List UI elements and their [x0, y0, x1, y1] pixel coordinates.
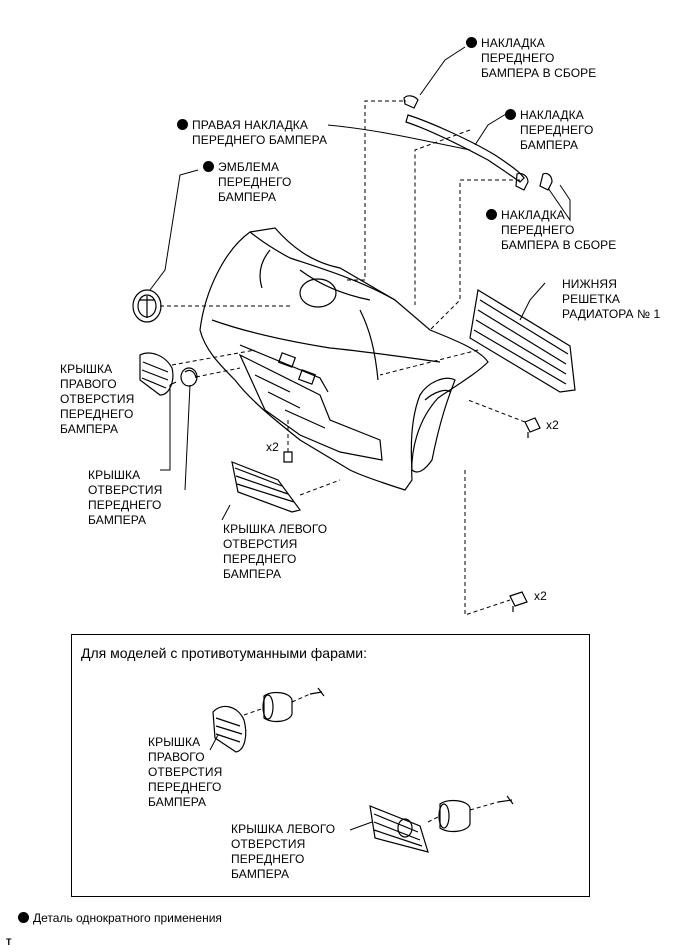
qty-clip-right: x2 — [546, 418, 559, 432]
right-bumper-cover-part — [405, 114, 525, 183]
one-time-use-dot-icon — [466, 37, 477, 48]
one-time-use-dot-icon — [505, 109, 516, 120]
inset-label-left-hole-cover: КРЫШКА ЛЕВОГО ОТВЕРСТИЯ ПЕРЕДНЕГО БАМПЕР… — [231, 822, 336, 881]
clip-right — [524, 417, 541, 438]
one-time-use-dot-icon — [203, 161, 214, 172]
inset-label-right-hole-cover: КРЫШКА ПРАВОГО ОТВЕРСТИЯ ПЕРЕДНЕГО БАМПЕ… — [148, 735, 223, 809]
inset-title: Для моделей с противотуманными фарами: — [81, 645, 368, 661]
inset-fog-lamp-right — [263, 691, 293, 723]
inset-right-hole-cover-part — [212, 705, 247, 753]
clip-bottom — [509, 591, 528, 612]
label-cover-mid: НАКЛАДКА ПЕРЕДНЕГО БАМПЕРА — [505, 108, 594, 153]
qty-clip-bottom: x2 — [534, 589, 547, 603]
right-hole-cover-part — [139, 352, 174, 396]
label-left-hole-cover: КРЫШКА ЛЕВОГО ОТВЕРСТИЯ ПЕРЕДНЕГО БАМПЕР… — [223, 522, 328, 581]
emblem-seat — [299, 278, 337, 308]
label-lower-grille: НИЖНЯЯ РЕШЕТКА РАДИАТОРА № 1 — [562, 277, 661, 321]
inset-fog-lamp-left — [439, 799, 471, 833]
qty-clip-center: x2 — [266, 440, 279, 454]
one-time-use-dot-icon — [177, 119, 188, 130]
one-time-use-dot-icon — [18, 912, 29, 923]
label-cover-assy-lower: НАКЛАДКА ПЕРЕДНЕГО БАМПЕРА В СБОРЕ — [486, 208, 616, 253]
legend: Деталь однократного применения — [18, 911, 222, 926]
corner-mark: T — [6, 937, 12, 947]
label-hole-cover: КРЫШКА ОТВЕРСТИЯ ПЕРЕДНЕГО БАМПЕРА — [88, 468, 163, 527]
label-right-hole-cover: КРЫШКА ПРАВОГО ОТВЕРСТИЯ ПЕРЕДНЕГО БАМПЕ… — [60, 362, 135, 436]
front-bumper-body — [199, 227, 489, 491]
label-emblem: ЭМБЛЕМА ПЕРЕДНЕГО БАМПЕРА — [203, 160, 292, 205]
label-cover-assy-top: НАКЛАДКА ПЕРЕДНЕГО БАМПЕРА В СБОРЕ — [466, 36, 596, 81]
lower-grille-part — [469, 289, 576, 393]
fog-lamp-models-inset — [71, 634, 590, 897]
label-right-cover: ПРАВАЯ НАКЛАДКА ПЕРЕДНЕГО БАМПЕРА — [177, 118, 327, 148]
legend-text: Деталь однократного применения — [33, 911, 222, 925]
left-hole-cover-part — [231, 461, 302, 513]
one-time-use-dot-icon — [486, 209, 497, 220]
clip-center — [283, 451, 293, 463]
